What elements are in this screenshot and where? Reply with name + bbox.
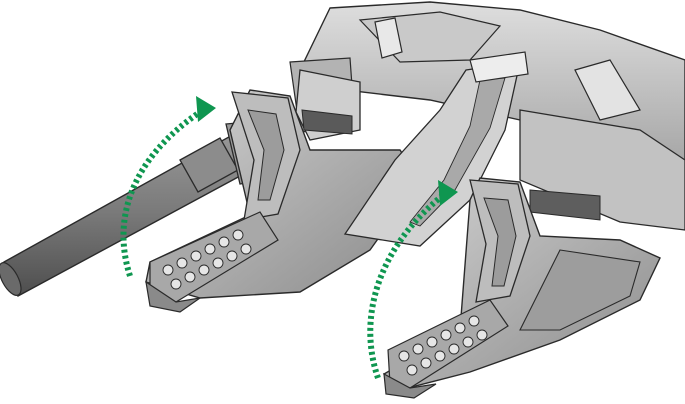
missile-tip (448, 343, 460, 355)
missile-tip (462, 336, 474, 348)
missile-tip (412, 343, 424, 355)
missile-tip (406, 364, 418, 376)
right-pod-hatch-inner (483, 197, 517, 287)
missile-tip (218, 236, 230, 248)
missile-tip (440, 329, 452, 341)
left-pod-hatch-inner (247, 109, 285, 201)
right-pod-nose (383, 372, 437, 399)
missile-tip (212, 257, 224, 269)
missile-tip (226, 250, 238, 262)
missile-tip (184, 271, 196, 283)
center-rail-groove (409, 77, 506, 227)
right-armor-vent (529, 189, 601, 221)
missile-tip (454, 322, 466, 334)
left-missile-pod (145, 69, 421, 313)
missile-tip (434, 350, 446, 362)
missile-tip (468, 315, 480, 327)
upper-armor-fin-right (574, 59, 641, 121)
missile-tip (170, 278, 182, 290)
upper-armor-fin-left (374, 17, 403, 59)
barrel-muzzle (0, 262, 22, 296)
rotation-arrow-upper (120, 109, 202, 277)
missile-tip (420, 357, 432, 369)
rotation-arrow-lower (367, 193, 444, 379)
missile-tip (426, 336, 438, 348)
missile-tip (176, 257, 188, 269)
rotation-arrow-upper-head (196, 96, 216, 122)
right-pod-side-panel (519, 249, 641, 331)
right-missile-pod (382, 177, 661, 399)
right-armor-block (519, 109, 685, 231)
right-pod-missile-tips (398, 315, 488, 376)
missile-tip (190, 250, 202, 262)
rotation-arrow-lower-head (438, 180, 458, 206)
left-pod-missile-tips (162, 229, 252, 290)
missile-tip (232, 229, 244, 241)
missile-tip (476, 329, 488, 341)
missile-tip (198, 264, 210, 276)
center-rail (343, 51, 529, 247)
missile-tip (162, 264, 174, 276)
left-pod-nose (145, 280, 201, 313)
center-rail-cap (469, 51, 529, 83)
left-pod-vent (301, 109, 353, 135)
missile-tip (240, 243, 252, 255)
missile-tip (204, 243, 216, 255)
missile-tip (398, 350, 410, 362)
